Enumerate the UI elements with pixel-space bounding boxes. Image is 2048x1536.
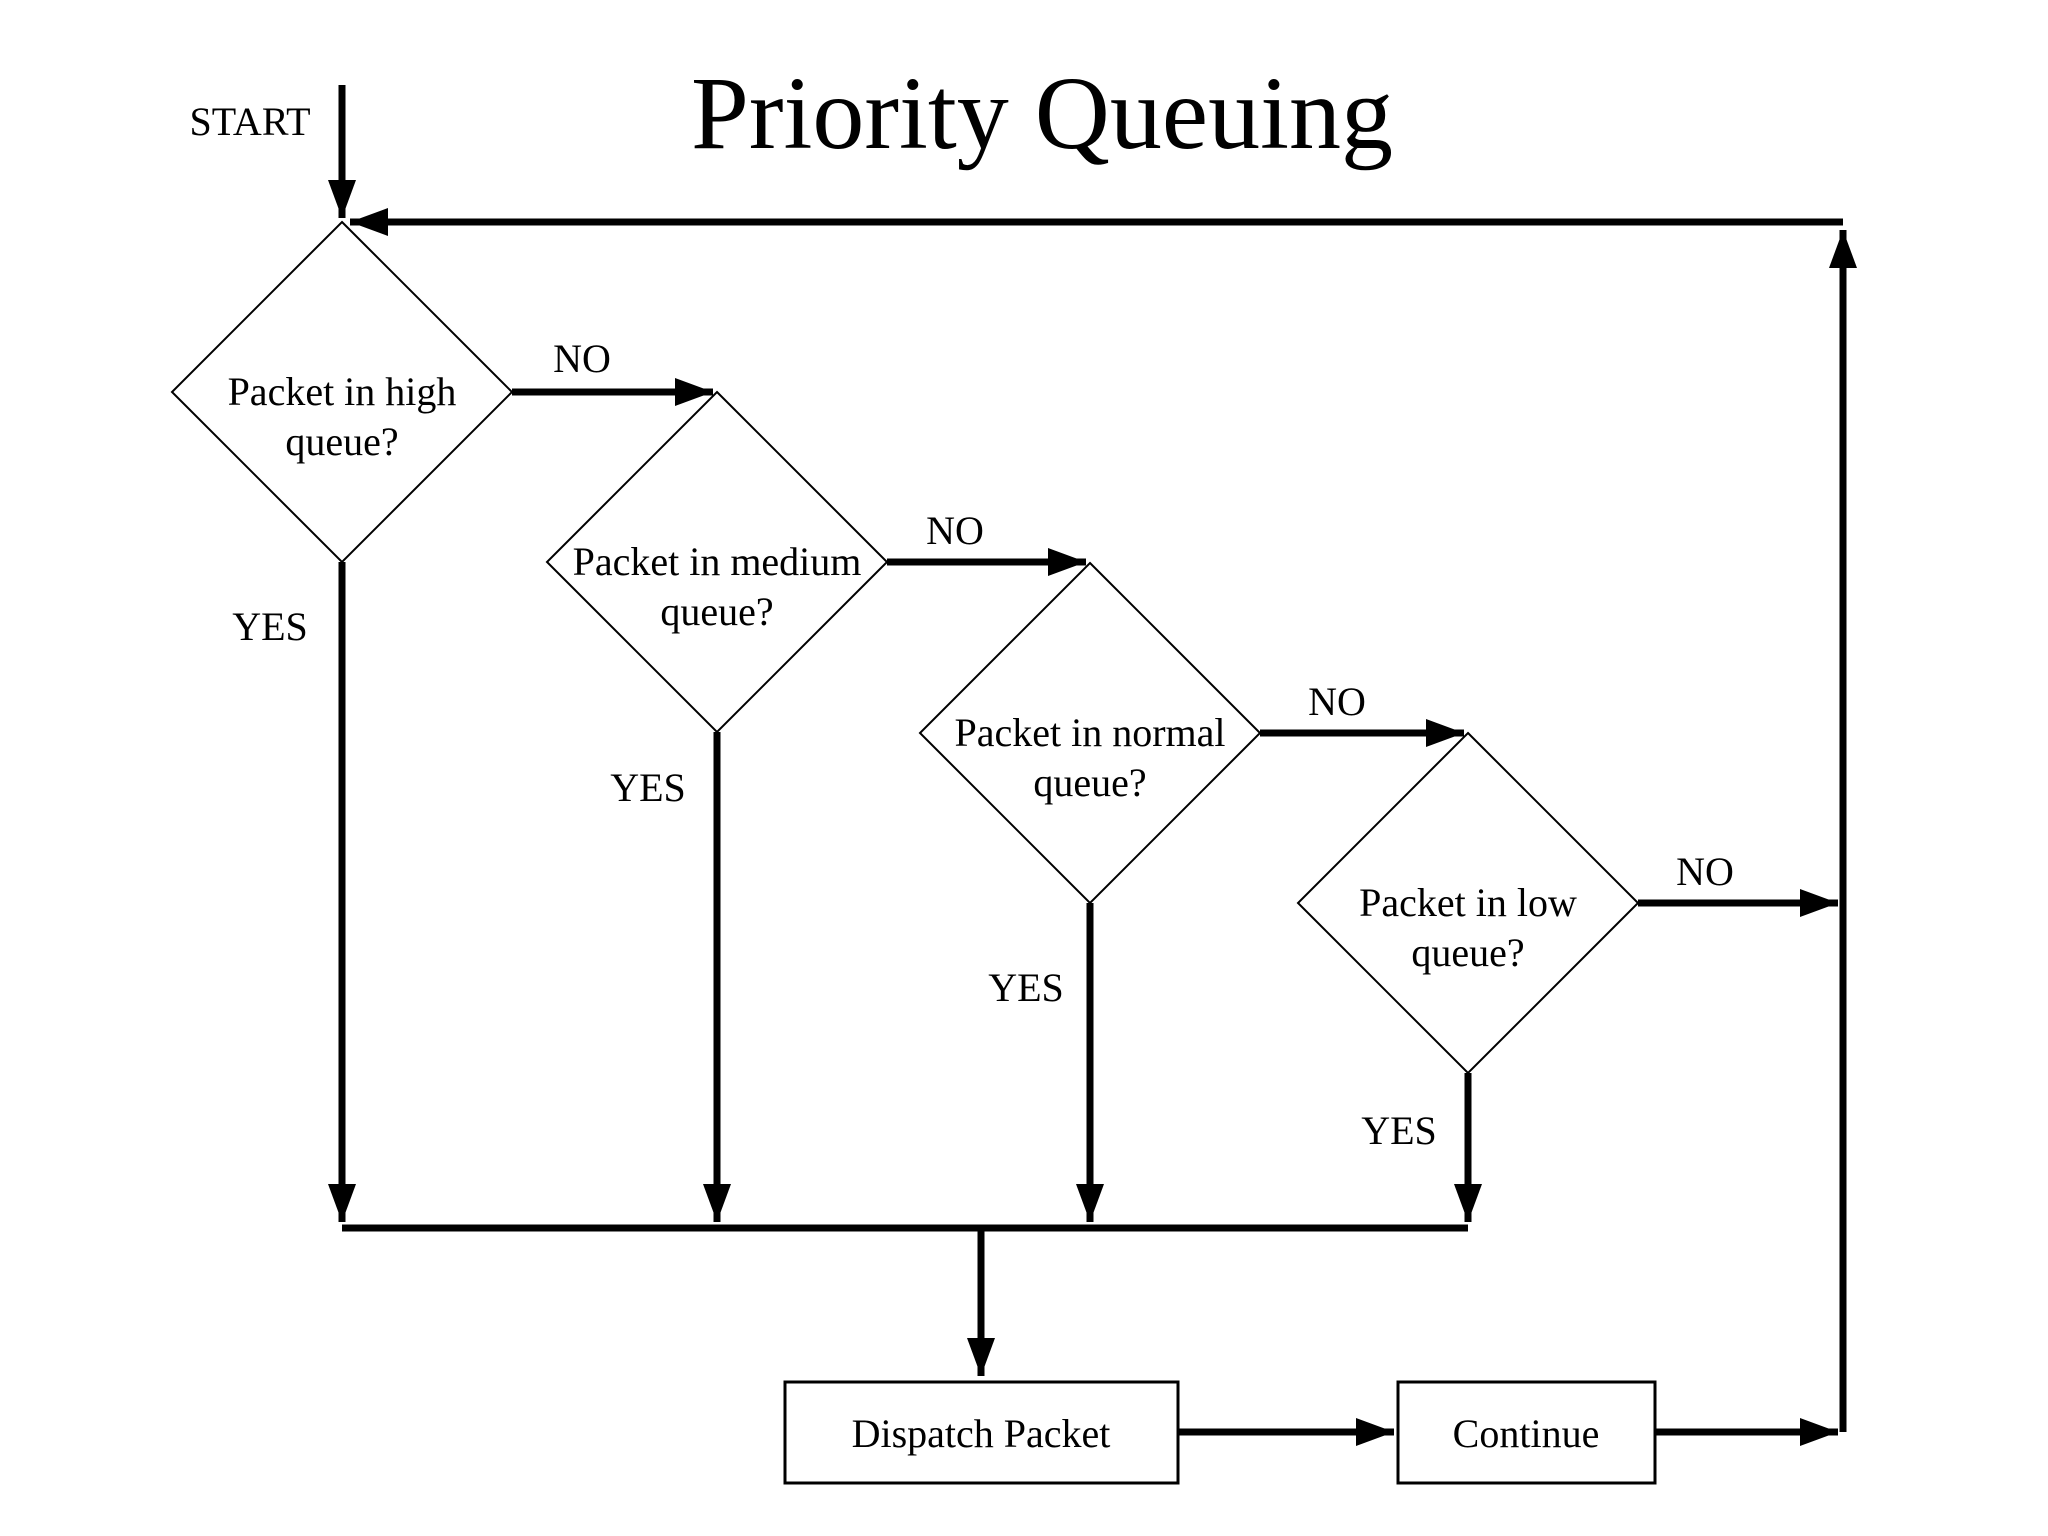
diagram-title: Priority Queuing bbox=[691, 56, 1393, 171]
no-label-medium: NO bbox=[926, 508, 984, 553]
start-label: START bbox=[189, 99, 310, 144]
process-continue-label: Continue bbox=[1453, 1411, 1600, 1456]
decision-high-queue-label-line1: Packet in high bbox=[228, 369, 457, 414]
yes-label-medium: YES bbox=[610, 765, 686, 810]
process-dispatch-packet-label: Dispatch Packet bbox=[852, 1411, 1111, 1456]
yes-label-low: YES bbox=[1361, 1108, 1437, 1153]
decision-low-queue-label-line1: Packet in low bbox=[1359, 880, 1577, 925]
decision-medium-queue-label-line2: queue? bbox=[660, 589, 773, 634]
yes-label-high: YES bbox=[232, 604, 308, 649]
decision-high-queue-label-line2: queue? bbox=[285, 419, 398, 464]
no-label-normal: NO bbox=[1308, 679, 1366, 724]
decision-medium-queue-label-line1: Packet in medium bbox=[573, 539, 862, 584]
process-dispatch-packet bbox=[783, 1380, 1180, 1485]
decision-normal-queue-label-line2: queue? bbox=[1033, 760, 1146, 805]
decision-normal-queue-label-line1: Packet in normal bbox=[954, 710, 1225, 755]
no-label-high: NO bbox=[553, 336, 611, 381]
yes-label-normal: YES bbox=[988, 965, 1064, 1010]
no-label-low: NO bbox=[1676, 849, 1734, 894]
decision-low-queue-label-line2: queue? bbox=[1411, 930, 1524, 975]
